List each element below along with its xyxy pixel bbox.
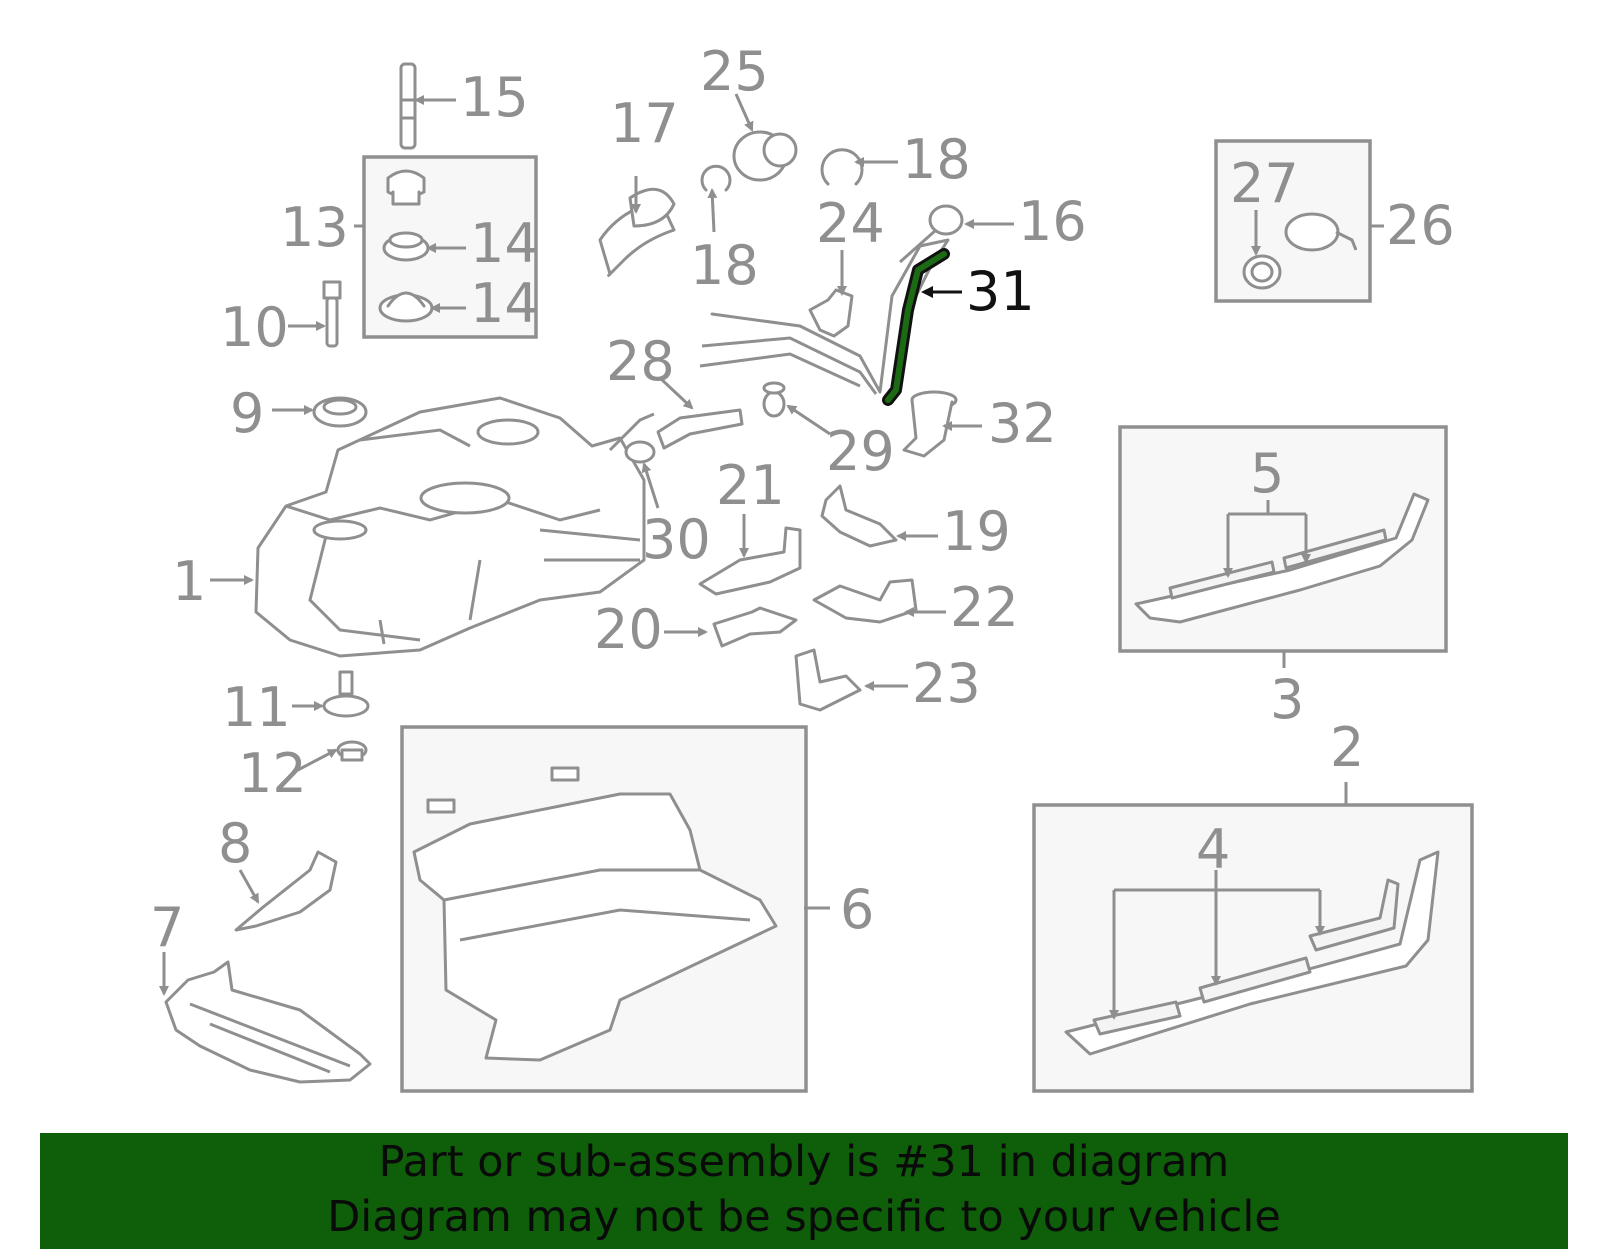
callout-2: 2 <box>1330 716 1364 779</box>
callout-29: 29 <box>826 420 895 483</box>
leader-lines <box>159 93 1384 1020</box>
bracket-21 <box>698 526 802 596</box>
callout-8: 8 <box>218 812 252 875</box>
callout-24: 24 <box>816 192 885 255</box>
gasket-30 <box>608 412 656 464</box>
bracket-20 <box>712 606 798 648</box>
callout-11: 11 <box>222 676 291 739</box>
bracket-22 <box>812 578 918 624</box>
protector-6 <box>412 766 778 1062</box>
bolt-10 <box>322 280 342 348</box>
callout-14a: 14 <box>470 212 539 275</box>
callout-31: 31 <box>966 260 1035 323</box>
cushion-13 <box>386 169 426 206</box>
cushion-14-a <box>382 231 430 262</box>
clamp-29 <box>762 381 786 418</box>
bracket-23 <box>794 648 862 712</box>
callout-labels: 1 2 3 4 5 6 7 8 9 10 11 12 13 14 14 15 1… <box>150 40 1455 959</box>
member-2 <box>1064 850 1440 1056</box>
ring-27 <box>1242 254 1282 290</box>
callout-13: 13 <box>280 196 349 259</box>
stopper-11 <box>322 670 370 718</box>
callout-28: 28 <box>606 330 675 393</box>
clamp-18-b <box>820 148 864 186</box>
callout-6: 6 <box>840 878 874 941</box>
banner-line-1: Part or sub-assembly is #31 in diagram <box>378 1137 1230 1187</box>
callout-4: 4 <box>1196 818 1230 881</box>
banner-line-2: Diagram may not be specific to your vehi… <box>327 1192 1281 1242</box>
fuel-tank-1 <box>254 396 646 658</box>
gauge-26 <box>1284 212 1358 252</box>
callout-10: 10 <box>220 296 289 359</box>
bracket-19 <box>820 484 898 548</box>
callout-26: 26 <box>1386 194 1455 257</box>
callout-30: 30 <box>642 508 711 571</box>
protector-7 <box>164 960 372 1084</box>
callout-1: 1 <box>172 550 206 613</box>
callout-16: 16 <box>1018 190 1087 253</box>
callout-32: 32 <box>988 392 1057 455</box>
neck-17 <box>598 187 676 277</box>
callout-19: 19 <box>942 500 1011 563</box>
callout-18b: 18 <box>902 128 971 191</box>
hose-31 <box>885 251 947 403</box>
callout-12: 12 <box>238 742 307 805</box>
info-banner: Part or sub-assembly is #31 in diagram D… <box>40 1133 1568 1249</box>
callout-25: 25 <box>700 40 769 103</box>
bracket-24 <box>808 288 854 338</box>
nut-12 <box>336 740 368 762</box>
grommet-9 <box>312 396 368 428</box>
clamp-18-a <box>700 164 732 192</box>
callout-14b: 14 <box>470 272 539 335</box>
cushion-14-b <box>378 291 434 323</box>
callout-7: 7 <box>150 896 184 959</box>
callout-27: 27 <box>1230 152 1299 215</box>
stud-15 <box>399 62 417 150</box>
callout-21: 21 <box>716 454 785 517</box>
callout-3: 3 <box>1270 668 1304 731</box>
callout-9: 9 <box>230 382 264 445</box>
callout-23: 23 <box>912 652 981 715</box>
callout-20: 20 <box>594 598 663 661</box>
cap-25 <box>732 130 798 182</box>
callout-5: 5 <box>1250 442 1284 505</box>
adapter-32 <box>902 390 958 458</box>
callout-18a: 18 <box>690 234 759 297</box>
hose-28 <box>656 408 744 450</box>
callout-15: 15 <box>460 66 529 129</box>
callout-17: 17 <box>610 92 679 155</box>
bracket-8 <box>234 850 338 932</box>
callout-22: 22 <box>950 576 1019 639</box>
